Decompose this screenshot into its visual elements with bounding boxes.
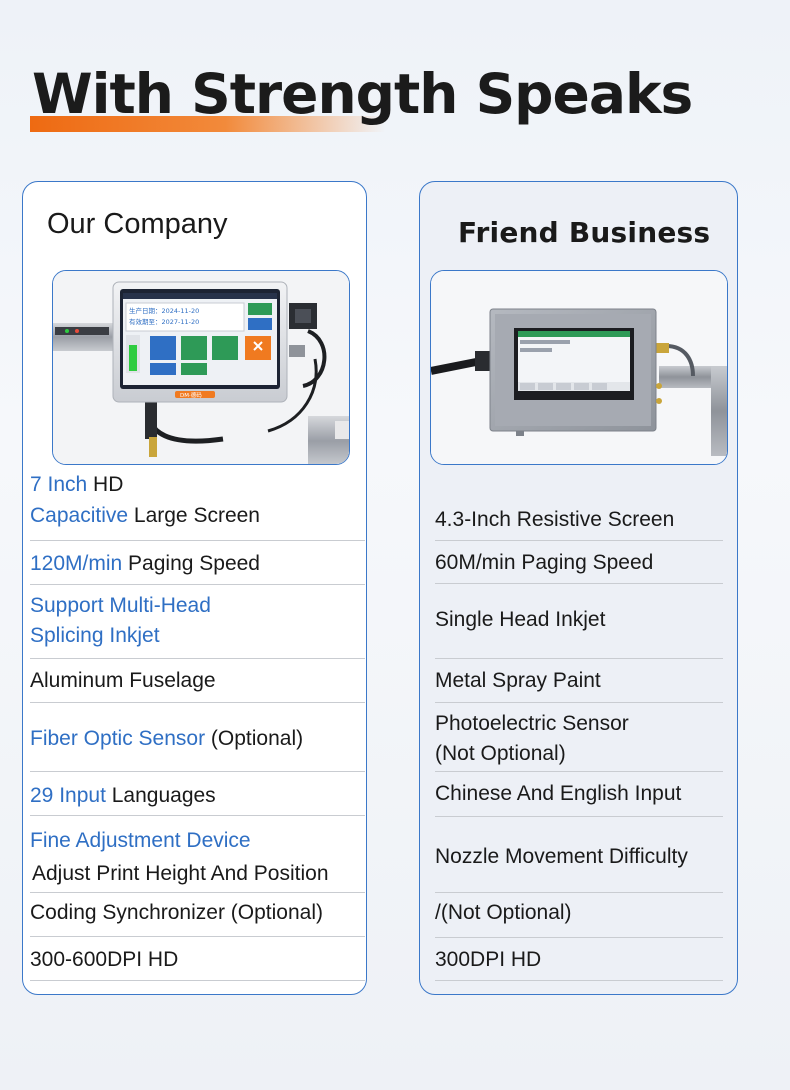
- list-item: 7 Inch HD Capacitive Large Screen: [30, 472, 365, 541]
- list-item: Chinese And English Input: [435, 772, 723, 817]
- feature-line: Support Multi-Head: [30, 594, 211, 617]
- feature-line: 7 Inch HD: [30, 473, 124, 496]
- feature-line: Nozzle Movement Difficulty: [435, 845, 688, 868]
- our-company-printer-illustration: 生产日期：2024-11-20 有效期至：2027-11-20 DM·德码: [53, 271, 349, 464]
- list-item: 60M/min Paging Speed: [435, 541, 723, 584]
- feature-line: Single Head Inkjet: [435, 608, 606, 631]
- feature-line: 120M/min Paging Speed: [30, 552, 260, 575]
- feature-line: Splicing Inkjet: [30, 624, 160, 647]
- title-area: With Strength Speaks: [30, 60, 693, 140]
- screen-line-2: 有效期至：2027-11-20: [129, 317, 199, 326]
- feature-line: 29 Input Languages: [30, 784, 216, 807]
- feature-line: 60M/min Paging Speed: [435, 551, 654, 574]
- friend-business-card: Friend Business: [419, 181, 738, 995]
- feature-line: Adjust Print Height And Position: [32, 862, 329, 885]
- feature-line: Coding Synchronizer (Optional): [30, 901, 323, 924]
- list-item: /(Not Optional): [435, 893, 723, 938]
- feature-line: Chinese And English Input: [435, 782, 682, 805]
- feature-line: Metal Spray Paint: [435, 669, 601, 692]
- list-item: 300DPI HD: [435, 938, 723, 981]
- our-company-heading: Our Company: [47, 208, 228, 240]
- feature-line: Capacitive Large Screen: [30, 504, 260, 527]
- list-item: Coding Synchronizer (Optional): [30, 893, 365, 937]
- feature-line: 4.3-Inch Resistive Screen: [435, 508, 675, 531]
- list-item: 300-600DPI HD: [30, 937, 365, 981]
- friend-business-product-photo: [430, 270, 728, 465]
- list-item: Fiber Optic Sensor (Optional): [30, 703, 365, 772]
- feature-line: Fiber Optic Sensor (Optional): [30, 727, 304, 750]
- feature-line: Fine Adjustment Device: [30, 829, 251, 852]
- feature-line: 300-600DPI HD: [30, 948, 179, 971]
- list-item: Fine Adjustment Device Adjust Print Heig…: [30, 816, 365, 893]
- list-item: Support Multi-Head Splicing Inkjet: [30, 585, 365, 659]
- list-item: Metal Spray Paint: [435, 659, 723, 703]
- screen-line-1: 生产日期：2024-11-20: [129, 306, 199, 315]
- list-item: Aluminum Fuselage: [30, 659, 365, 703]
- feature-line: (Not Optional): [435, 742, 566, 765]
- list-item: 4.3-Inch Resistive Screen: [435, 504, 723, 541]
- brand-label: DM·德码: [180, 391, 202, 399]
- our-company-card: Our Company: [22, 181, 367, 995]
- friend-business-heading: Friend Business: [458, 216, 711, 249]
- page-title: With Strength Speaks: [32, 62, 693, 126]
- list-item: Nozzle Movement Difficulty: [435, 817, 723, 893]
- title-underline-bar: [30, 116, 385, 132]
- feature-line: /(Not Optional): [435, 901, 572, 924]
- feature-line: 300DPI HD: [435, 948, 542, 971]
- our-company-product-photo: 生产日期：2024-11-20 有效期至：2027-11-20 DM·德码: [52, 270, 350, 465]
- list-item: 120M/min Paging Speed: [30, 541, 365, 585]
- feature-line: Photoelectric Sensor: [435, 712, 629, 735]
- list-item: 29 Input Languages: [30, 772, 365, 816]
- list-item: Single Head Inkjet: [435, 584, 723, 659]
- feature-line: Aluminum Fuselage: [30, 669, 216, 692]
- list-item: Photoelectric Sensor (Not Optional): [435, 703, 723, 772]
- friend-business-printer-illustration: [431, 271, 727, 464]
